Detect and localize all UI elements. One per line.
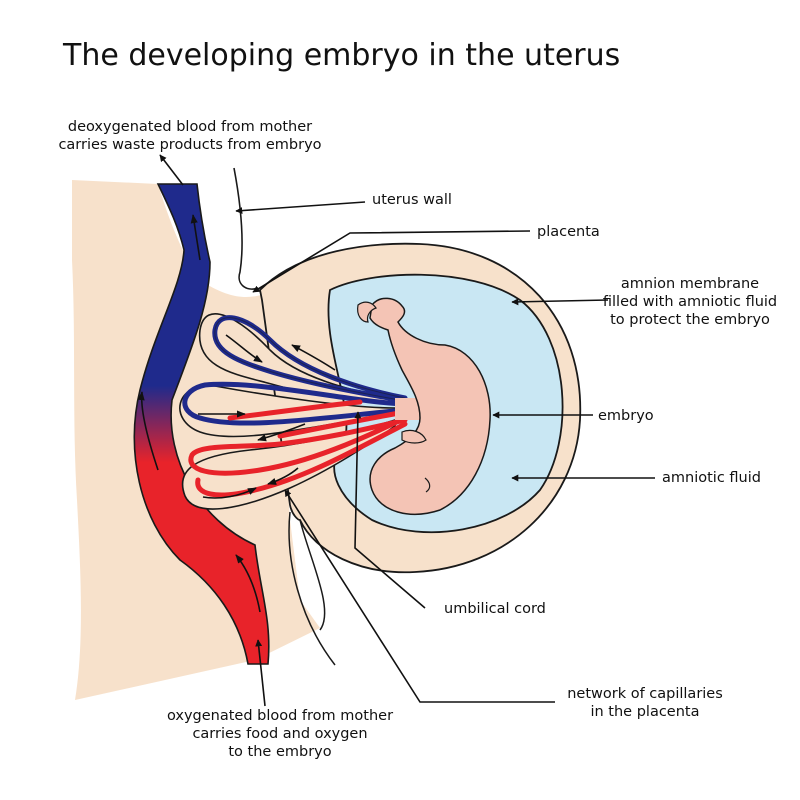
label-oxygenated: oxygenated blood from mother carries foo… [166, 708, 394, 760]
label-embryo: embryo [598, 408, 654, 424]
leader-capillaries [284, 489, 555, 703]
umbilical-cord [395, 398, 420, 420]
leader-deoxygenated [159, 154, 184, 186]
embryo [369, 297, 491, 515]
label-capillaries: network of capillaries in the placenta [567, 686, 723, 720]
embryo-tail [357, 301, 377, 323]
leader-oxygenated [255, 639, 266, 707]
label-umbilical-cord: umbilical cord [444, 601, 546, 617]
capillary-loops [182, 315, 408, 498]
leader-uterus-wall [235, 201, 366, 215]
embryo-limb [401, 429, 427, 444]
maternal-vessel [133, 183, 270, 665]
label-uterus-wall: uterus wall [372, 192, 452, 208]
label-deoxygenated: deoxygenated blood from mother carries w… [58, 119, 322, 153]
leader-lines [159, 154, 655, 707]
embryo-eye [424, 477, 431, 493]
diagram-title: The developing embryo in the uterus [63, 38, 621, 73]
label-amnion: amnion membrane filled with amniotic flu… [602, 276, 778, 328]
label-amniotic-fluid: amniotic fluid [662, 470, 761, 486]
leader-umbilical-cord [354, 411, 426, 609]
leader-amnion [511, 298, 609, 306]
leader-placenta [252, 230, 531, 293]
blood-flow-arrows [137, 214, 336, 613]
uterus-wall-line [233, 167, 259, 290]
label-placenta: placenta [537, 224, 600, 240]
tissue-lines [288, 511, 336, 666]
